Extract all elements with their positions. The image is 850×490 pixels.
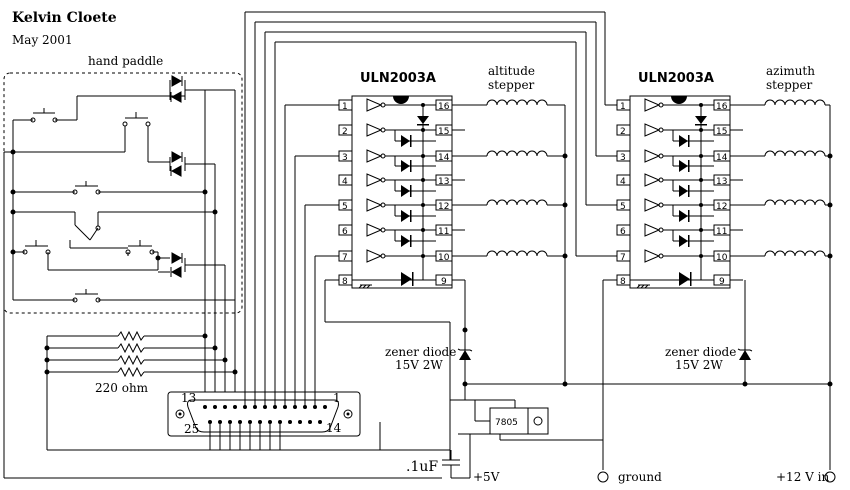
ic2-stepper-label-1: azimuth [766, 64, 815, 78]
ic2-pin-12: 12 [716, 202, 727, 212]
altitude-junctions [562, 153, 568, 259]
ic2-pin-8: 8 [620, 277, 626, 287]
ic2-pin-14: 14 [716, 153, 728, 163]
capacitor-label: .1uF [406, 459, 438, 475]
azimuth-junctions [827, 153, 833, 387]
ground-return-wire [3, 152, 442, 479]
ic2-pin-2: 2 [620, 127, 626, 137]
ic1-pin-12: 12 [438, 202, 449, 212]
zener1-label-2: 15V 2W [395, 358, 443, 372]
hand-paddle-circuit [4, 75, 236, 395]
ic1-stepper-label-1: altitude [488, 64, 535, 78]
ic1-pin-14: 14 [438, 153, 450, 163]
ic2-pin-7: 7 [620, 253, 626, 263]
regulator-label: 7805 [495, 418, 518, 428]
ic1-pin-13: 13 [438, 177, 449, 187]
zener2-label-1: zener diode [665, 345, 736, 359]
ic1-pin-8: 8 [342, 277, 348, 287]
date-label: May 2001 [12, 33, 73, 47]
regulator-7805 [450, 399, 603, 470]
zener2-label-2: 15V 2W [675, 358, 723, 372]
ic2-pin-6: 6 [620, 227, 626, 237]
ic2-pin-4: 4 [620, 177, 626, 187]
ic2-pin-9: 9 [719, 277, 725, 287]
ic1-pin-11: 11 [438, 227, 449, 237]
resistor-label: 220 ohm [95, 381, 149, 395]
ic2-uln2003a [616, 95, 743, 289]
ic1-pin-2: 2 [342, 127, 348, 137]
ic1-pin-5: 5 [342, 202, 348, 212]
plus12-label: +12 V in [776, 470, 829, 484]
plus5-label: +5V [473, 470, 500, 484]
ic2-pin-11: 11 [716, 227, 727, 237]
author-title: Kelvin Cloete [12, 10, 117, 26]
connector-pin-1: 1 [333, 391, 341, 405]
ic1-name: ULN2003A [360, 71, 436, 86]
ic1-pin-7: 7 [342, 253, 348, 263]
zener1-label-1: zener diode [385, 345, 456, 359]
ic1-pin-9: 9 [441, 277, 447, 287]
azimuth-stepper-coils [743, 99, 831, 470]
plus12-bus [464, 383, 830, 400]
ic2-pin-13: 13 [716, 177, 727, 187]
ic2-pin-10: 10 [716, 253, 728, 263]
ic1-pin-15: 15 [438, 127, 449, 137]
zener-diode-2 [737, 330, 753, 384]
ic2-pin-16: 16 [716, 102, 728, 112]
ic1-stepper-label-2: stepper [488, 78, 535, 92]
ic2-pin-3: 3 [620, 153, 626, 163]
ic1-pin-10: 10 [438, 253, 450, 263]
hand-paddle-box [3, 72, 243, 314]
altitude-stepper-coils [464, 99, 566, 384]
signal-wires [244, 11, 617, 460]
connector-pin-13: 13 [181, 391, 196, 405]
ic1-pin-1: 1 [342, 102, 348, 112]
ic1-pin-4: 4 [342, 177, 348, 187]
ground-label: ground [618, 470, 662, 484]
ic1-pin-6: 6 [342, 227, 348, 237]
ic2-pin-1: 1 [620, 102, 626, 112]
ic2-name: ULN2003A [638, 71, 714, 86]
ic2-pin-5: 5 [620, 202, 626, 212]
ic1-uln2003a [338, 95, 465, 289]
connector-pin-25: 25 [184, 422, 199, 436]
ic2-stepper-label-2: stepper [766, 78, 813, 92]
ic2-ground-wire [602, 279, 617, 470]
hand-paddle-label: hand paddle [88, 54, 163, 68]
db25-connector [167, 391, 361, 450]
ic1-pin-3: 3 [342, 153, 348, 163]
plus12-terminal [824, 471, 836, 483]
ground-terminal [597, 471, 609, 483]
capacitor [380, 449, 471, 479]
zener-diode-1 [457, 330, 473, 384]
connector-pin-14: 14 [326, 421, 342, 435]
ic1-pin-16: 16 [438, 102, 450, 112]
ic2-pin-15: 15 [716, 127, 727, 137]
